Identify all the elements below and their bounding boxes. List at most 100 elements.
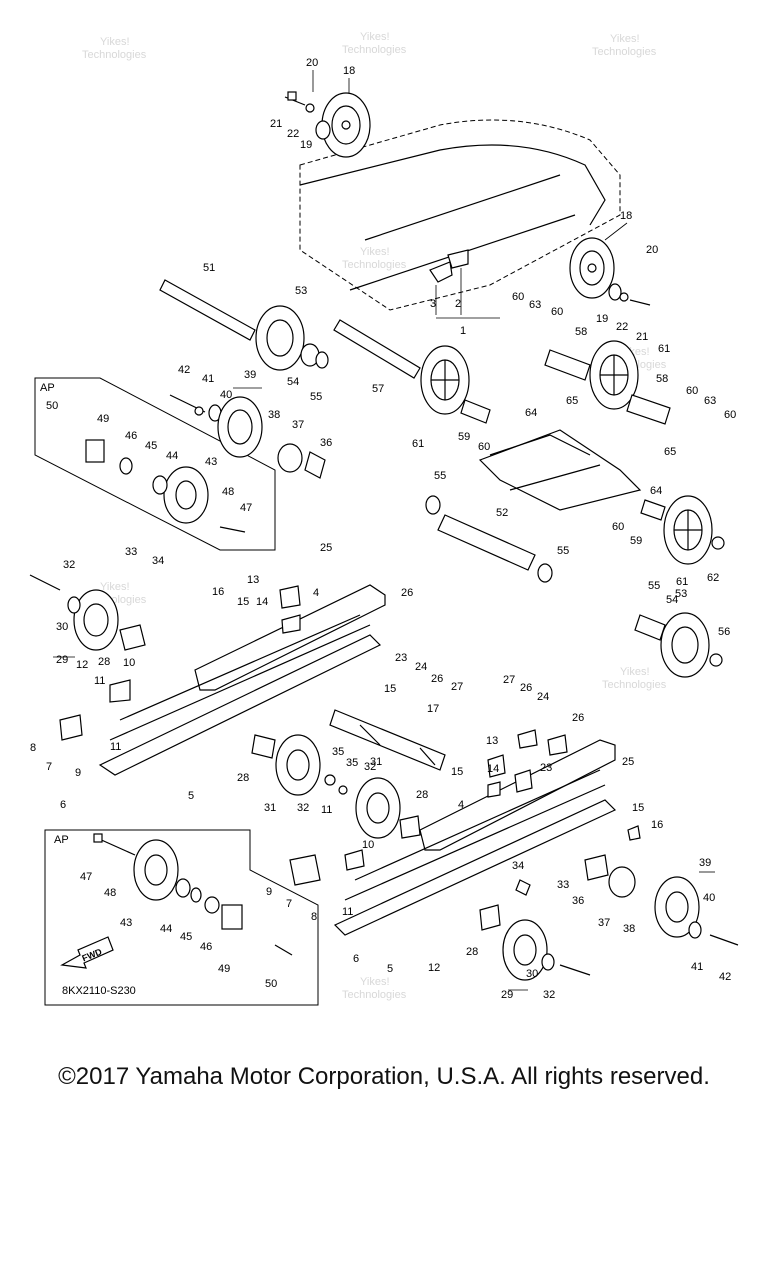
callout-17: 17 [427, 703, 439, 715]
callout-19: 19 [300, 139, 312, 151]
callout-12: 12 [428, 962, 440, 974]
brackets-2-3 [429, 249, 469, 283]
callout-49: 49 [97, 413, 109, 425]
callout-20: 20 [306, 57, 318, 69]
callout-2: 2 [455, 298, 461, 310]
callout-8: 8 [311, 911, 317, 923]
callout-43: 43 [205, 456, 217, 468]
svg-text:AP: AP [54, 834, 69, 846]
callout-59: 59 [458, 431, 470, 443]
callout-58: 58 [656, 373, 668, 385]
svg-text:Technologies: Technologies [342, 259, 407, 271]
callout-4: 4 [458, 799, 464, 811]
callout-26: 26 [572, 712, 584, 724]
callout-21: 21 [636, 331, 648, 343]
callout-24: 24 [415, 661, 427, 673]
callout-23: 23 [395, 652, 407, 664]
callout-43: 43 [120, 917, 132, 929]
callout-10: 10 [123, 657, 135, 669]
callout-60: 60 [612, 521, 624, 533]
callout-14: 14 [487, 763, 499, 775]
callout-1: 1 [460, 325, 466, 337]
callout-30: 30 [526, 968, 538, 980]
wheel-61-center [420, 345, 470, 415]
svg-text:Technologies: Technologies [82, 49, 147, 61]
callout-55: 55 [648, 580, 660, 592]
callout-32: 32 [543, 989, 555, 1001]
callout-34: 34 [512, 860, 524, 872]
svg-text:Yikes!: Yikes! [610, 33, 640, 45]
callout-61: 61 [676, 576, 688, 588]
svg-text:AP: AP [40, 382, 55, 394]
callout-40: 40 [220, 389, 232, 401]
callout-40: 40 [703, 892, 715, 904]
callout-54: 54 [287, 376, 299, 388]
callout-26: 26 [401, 587, 413, 599]
callout-44: 44 [160, 923, 172, 935]
callout-47: 47 [80, 871, 92, 883]
svg-text:Yikes!: Yikes! [100, 36, 130, 48]
svg-text:Yikes!: Yikes! [100, 581, 130, 593]
callout-42: 42 [719, 971, 731, 983]
callout-10: 10 [362, 839, 374, 851]
callout-60: 60 [478, 441, 490, 453]
sleeve-59 [460, 399, 666, 521]
callout-29: 29 [56, 654, 68, 666]
shaft-57 [333, 319, 421, 379]
callout-11: 11 [110, 741, 121, 753]
callout-31: 31 [370, 756, 382, 768]
callout-32: 32 [297, 802, 309, 814]
svg-text:Yikes!: Yikes! [360, 976, 390, 988]
callout-48: 48 [222, 486, 234, 498]
callout-8: 8 [30, 742, 36, 754]
callout-44: 44 [166, 450, 178, 462]
callout-15: 15 [237, 596, 249, 608]
idler-wheel-18-upper [284, 91, 371, 158]
shaft-58-lower [626, 394, 671, 425]
cross-shaft-17 [329, 709, 446, 771]
callout-58: 58 [575, 326, 587, 338]
callout-38: 38 [268, 409, 280, 421]
callout-labels: 20 18 21 22 19 18 20 3 2 1 19 22 21 51 5… [30, 57, 736, 1001]
callout-52: 52 [496, 507, 508, 519]
callout-3: 3 [430, 298, 436, 310]
callout-60: 60 [686, 385, 698, 397]
svg-text:Yikes!: Yikes! [360, 31, 390, 43]
callout-27: 27 [451, 681, 463, 693]
callout-55: 55 [310, 391, 322, 403]
callout-6: 6 [353, 953, 359, 965]
callout-41: 41 [691, 961, 703, 973]
leader-lines [53, 70, 715, 991]
slide-rail-right [333, 739, 617, 936]
callout-53: 53 [295, 285, 307, 297]
callout-16: 16 [212, 586, 224, 598]
callout-37: 37 [598, 917, 610, 929]
shaft-51 [159, 279, 256, 341]
callout-22: 22 [616, 321, 628, 333]
callout-63: 63 [529, 299, 541, 311]
callout-56: 56 [718, 626, 730, 638]
svg-text:Technologies: Technologies [602, 679, 667, 691]
callout-16: 16 [651, 819, 663, 831]
callout-64: 64 [650, 485, 662, 497]
callout-28: 28 [237, 772, 249, 784]
callout-64: 64 [525, 407, 537, 419]
callout-55: 55 [557, 545, 569, 557]
callout-46: 46 [200, 941, 212, 953]
callout-53: 53 [675, 588, 687, 600]
callout-55: 55 [434, 470, 446, 482]
callout-11: 11 [321, 804, 332, 816]
wheel-39-lower [608, 866, 739, 946]
callout-60: 60 [551, 306, 563, 318]
callout-59: 59 [630, 535, 642, 547]
callout-35: 35 [346, 757, 358, 769]
wheel-31-mid [324, 774, 421, 839]
callout-49: 49 [218, 963, 230, 975]
callout-20: 20 [646, 244, 658, 256]
svg-text:Technologies: Technologies [592, 46, 657, 58]
callout-47: 47 [240, 502, 252, 514]
wheel-61-lower [663, 495, 725, 565]
wheel-29-lower [502, 919, 591, 981]
callout-5: 5 [188, 790, 194, 802]
callout-21: 21 [270, 118, 282, 130]
